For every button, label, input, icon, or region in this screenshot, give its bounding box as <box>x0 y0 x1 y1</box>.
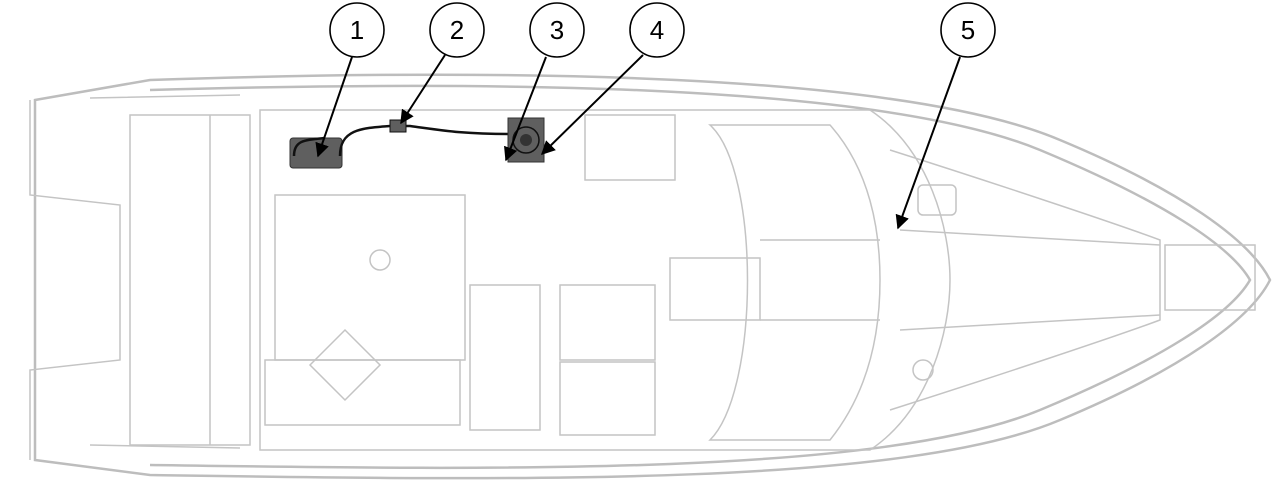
callout-5: 5 <box>940 2 996 58</box>
battery-module <box>289 137 343 169</box>
inline-connector <box>389 119 407 133</box>
boat-hull <box>29 73 1272 480</box>
callout-label: 3 <box>550 15 564 45</box>
sensor-core <box>520 134 532 146</box>
callouts: 1 2 3 4 5 <box>315 2 996 230</box>
callout-label: 1 <box>350 15 364 45</box>
callout-3: 3 <box>529 2 585 58</box>
callout-1: 1 <box>329 2 385 58</box>
callout-2: 2 <box>429 2 485 58</box>
callout-label: 5 <box>961 15 975 45</box>
callout-4: 4 <box>629 2 685 58</box>
callout-label: 2 <box>450 15 464 45</box>
callout-label: 4 <box>650 15 664 45</box>
cable <box>292 124 511 157</box>
